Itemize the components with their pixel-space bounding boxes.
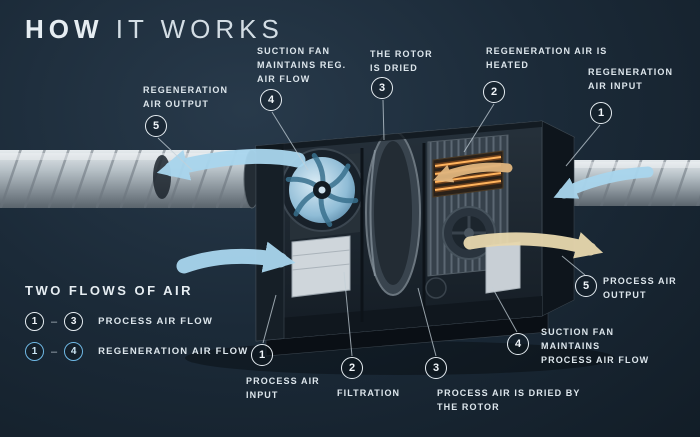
machine-interior [256, 130, 542, 341]
label-process-output: PROCESS AIR OUTPUT [603, 276, 677, 300]
legend-badge-1: 1 [25, 312, 44, 331]
page-title-primary: HOW [25, 14, 104, 44]
machine-body [254, 120, 576, 342]
legend-badge-3: 3 [64, 312, 84, 331]
machine-side-face [541, 120, 575, 317]
badge-suction-fan-reg-4: 4 [260, 89, 282, 111]
legend-badge-1-blue: 1 [25, 342, 44, 361]
regen-output-arrow [156, 148, 306, 181]
fan-housing-panel [485, 241, 521, 294]
legend-label-regeneration: REGENERATION AIR FLOW [98, 346, 249, 357]
label-regen-input: REGENERATION AIR INPUT [588, 67, 674, 91]
process-output-arrow [463, 232, 604, 259]
badge-suction-fan-process-4: 4 [507, 333, 529, 355]
page-title-secondary: IT WORKS [115, 14, 284, 44]
label-air-dried: PROCESS AIR IS DRIED BY THE ROTOR [437, 388, 581, 412]
legend-title: TWO FLOWS OF AIR [25, 283, 194, 298]
badge-process-output-5: 5 [575, 275, 597, 297]
badge-regen-input-1: 1 [590, 102, 612, 124]
label-suction-fan-reg: SUCTION FAN MAINTAINS REG. AIR FLOW [257, 46, 347, 84]
badge-regen-output-5: 5 [145, 115, 167, 137]
label-suction-fan-process: SUCTION FAN MAINTAINS PROCESS AIR FLOW [541, 327, 650, 365]
badge-air-heated-2: 2 [483, 81, 505, 103]
duct-opening [153, 155, 171, 199]
airflow-arrows [156, 148, 654, 274]
motor [425, 277, 447, 299]
badge-filtration-2: 2 [341, 357, 363, 379]
label-filtration: FILTRATION [337, 388, 401, 398]
legend: TWO FLOWS OF AIR 1 – 3 PROCESS AIR FLOW … [25, 283, 248, 372]
regen-input-arrow [553, 166, 654, 199]
page-title: HOW IT WORKS [25, 14, 284, 45]
regeneration-fan [280, 148, 364, 232]
label-rotor-dried: THE ROTOR IS DRIED [370, 49, 433, 73]
legend-dash: – [51, 315, 58, 328]
legend-row-process: 1 – 3 PROCESS AIR FLOW [25, 312, 248, 331]
front-top-edge [256, 121, 542, 152]
label-process-input: PROCESS AIR INPUT [246, 376, 320, 400]
filter-box [291, 235, 351, 298]
label-regen-output: REGENERATION AIR OUTPUT [143, 85, 229, 109]
process-input-arrow [176, 241, 296, 274]
badge-air-dried-3: 3 [425, 357, 447, 379]
rotor [365, 130, 421, 296]
legend-label-process: PROCESS AIR FLOW [98, 316, 214, 327]
front-left-panel [255, 143, 285, 342]
legend-badge-4-blue: 4 [64, 342, 84, 361]
legend-dash: – [51, 345, 58, 358]
label-air-heated: REGENERATION AIR IS HEATED [486, 46, 608, 70]
callout-lines [157, 99, 601, 357]
heated-air-arrow [433, 162, 513, 183]
badge-process-input-1: 1 [251, 344, 273, 366]
legend-row-regeneration: 1 – 4 REGENERATION AIR FLOW [25, 342, 248, 361]
badge-rotor-dried-3: 3 [371, 77, 393, 99]
